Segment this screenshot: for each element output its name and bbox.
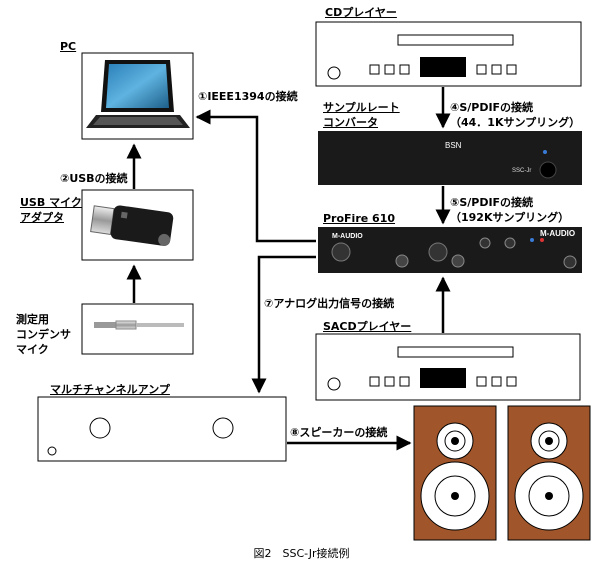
connection-1-label: ①IEEE1394の接続 bbox=[198, 90, 298, 103]
figure-caption: 図2 SSC-Jr接続例 bbox=[253, 547, 350, 560]
src-label-1: サンプルレート bbox=[323, 101, 400, 114]
bsn-text: BSN bbox=[445, 141, 462, 150]
pc-box bbox=[81, 52, 194, 140]
mic-label-3: マイク bbox=[16, 343, 49, 356]
cd-player-label: CDプレイヤー bbox=[325, 6, 397, 19]
connection-5-label-1: ⑤S/PDIFの接続 bbox=[450, 196, 534, 209]
profire-610: M-AUDIO M-AUDIO bbox=[318, 227, 582, 273]
pc-label: PC bbox=[60, 40, 77, 53]
mic-box bbox=[81, 303, 194, 355]
cd-player-box bbox=[315, 21, 582, 87]
arrow-ieee1394 bbox=[195, 109, 316, 243]
mic-label-1: 測定用 bbox=[16, 313, 49, 326]
connection-2-label: ②USBの接続 bbox=[60, 172, 128, 185]
m-audio-left-text: M-AUDIO bbox=[332, 233, 363, 240]
ssc-jr-text: SSC-Jr bbox=[512, 168, 531, 174]
microphone-icon bbox=[94, 320, 184, 330]
connection-4-label-1: ④S/PDIFの接続 bbox=[450, 101, 534, 114]
usb-adapter-label-2: アダプタ bbox=[20, 211, 64, 224]
arrow-analog bbox=[251, 255, 316, 394]
usb-adapter-icon bbox=[90, 205, 174, 246]
src-label-2: コンバータ bbox=[323, 116, 378, 129]
connection-8-label: ⑧スピーカーの接続 bbox=[290, 426, 388, 439]
mic-label-2: コンデンサ bbox=[16, 328, 71, 341]
connection-4-label-2: （44．1Kサンプリング） bbox=[450, 116, 581, 129]
usb-adapter-label-1: USB マイク bbox=[20, 196, 82, 209]
sacd-player-box bbox=[315, 333, 581, 401]
laptop-icon bbox=[86, 60, 190, 128]
connection-7-label: ⑦アナログ出力信号の接続 bbox=[264, 297, 395, 310]
amp-label: マルチチャンネルアンプ bbox=[50, 383, 170, 396]
speaker-left bbox=[413, 405, 497, 541]
usb-adapter-box bbox=[81, 189, 194, 261]
connection-5-label-2: （192Kサンプリング） bbox=[450, 211, 570, 224]
m-audio-right-text: M-AUDIO bbox=[540, 229, 575, 238]
multichannel-amp-box bbox=[37, 396, 287, 462]
sample-rate-converter: BSN SSC-Jr bbox=[318, 131, 582, 185]
speaker-right bbox=[507, 405, 591, 541]
sacd-player-label: SACDプレイヤー bbox=[323, 320, 412, 333]
profire-label: ProFire 610 bbox=[323, 212, 396, 225]
